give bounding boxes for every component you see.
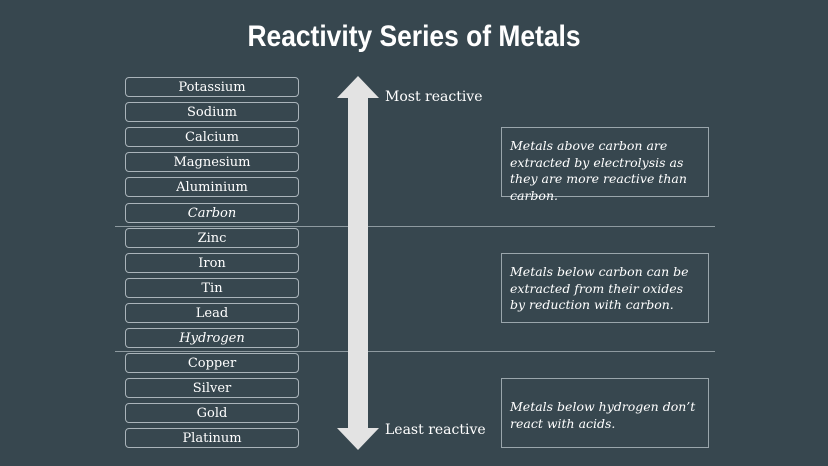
note-carbon-reduction: Metals below carbon can be extracted fro… bbox=[501, 253, 709, 323]
hydrogen-divider bbox=[115, 351, 715, 352]
metal-item: Carbon bbox=[125, 202, 299, 223]
metal-item: Sodium bbox=[125, 102, 299, 123]
metal-item: Silver bbox=[125, 378, 299, 399]
metal-item: Zinc bbox=[125, 227, 299, 248]
metal-item: Gold bbox=[125, 403, 299, 424]
metal-item: Potassium bbox=[125, 77, 299, 97]
metal-item: Iron bbox=[125, 252, 299, 273]
metal-item: Magnesium bbox=[125, 152, 299, 173]
note-acids: Metals below hydrogen don’t react with a… bbox=[501, 378, 709, 448]
double-arrow-icon bbox=[337, 76, 379, 450]
metal-item: Platinum bbox=[125, 428, 299, 449]
metal-item: Calcium bbox=[125, 127, 299, 148]
least-reactive-label: Least reactive bbox=[385, 422, 486, 438]
note-electrolysis: Metals above carbon are extracted by ele… bbox=[501, 127, 709, 203]
metal-item: Tin bbox=[125, 277, 299, 298]
carbon-divider bbox=[115, 226, 715, 227]
most-reactive-label: Most reactive bbox=[385, 89, 483, 105]
metal-item: Aluminium bbox=[125, 177, 299, 198]
metal-item: Hydrogen bbox=[125, 328, 299, 348]
metal-item: Lead bbox=[125, 302, 299, 323]
page-title: Reactivity Series of Metals bbox=[247, 20, 581, 53]
metal-item: Copper bbox=[125, 353, 299, 374]
